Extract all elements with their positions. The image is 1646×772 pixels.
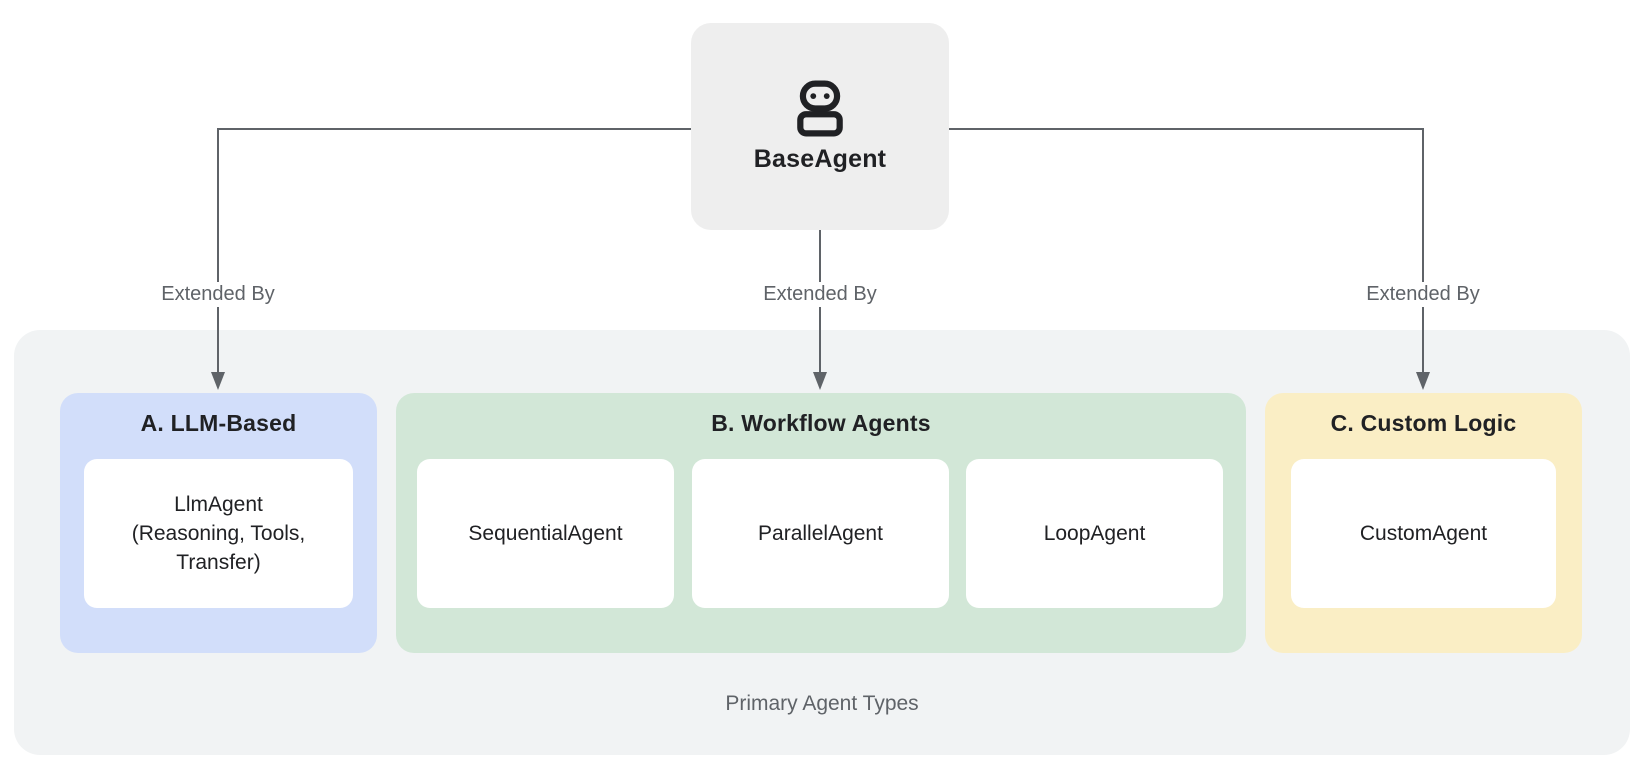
group-llm-based: A. LLM-Based LlmAgent (Reasoning, Tools,… bbox=[60, 393, 377, 653]
edge-label-right: Extended By bbox=[1357, 282, 1489, 307]
group-custom-logic-title: C. Custom Logic bbox=[1330, 410, 1517, 436]
group-workflow-agents: B. Workflow Agents SequentialAgent Paral… bbox=[396, 393, 1246, 653]
robot-icon bbox=[797, 80, 843, 137]
node-sequential-agent: SequentialAgent bbox=[417, 459, 674, 608]
base-agent-node: BaseAgent bbox=[691, 23, 949, 230]
node-parallel-agent: ParallelAgent bbox=[692, 459, 949, 608]
node-loop-agent: LoopAgent bbox=[966, 459, 1223, 608]
panel-caption: Primary Agent Types bbox=[725, 692, 919, 715]
group-llm-based-title: A. LLM-Based bbox=[140, 410, 297, 436]
node-llm-agent: LlmAgent (Reasoning, Tools, Transfer) bbox=[84, 459, 353, 608]
group-custom-logic: C. Custom Logic CustomAgent bbox=[1265, 393, 1582, 653]
group-workflow-agents-title: B. Workflow Agents bbox=[711, 410, 931, 436]
edge-label-left: Extended By bbox=[152, 282, 284, 307]
edge-label-center: Extended By bbox=[754, 282, 886, 307]
node-custom-agent: CustomAgent bbox=[1291, 459, 1556, 608]
base-agent-label: BaseAgent bbox=[753, 145, 887, 173]
